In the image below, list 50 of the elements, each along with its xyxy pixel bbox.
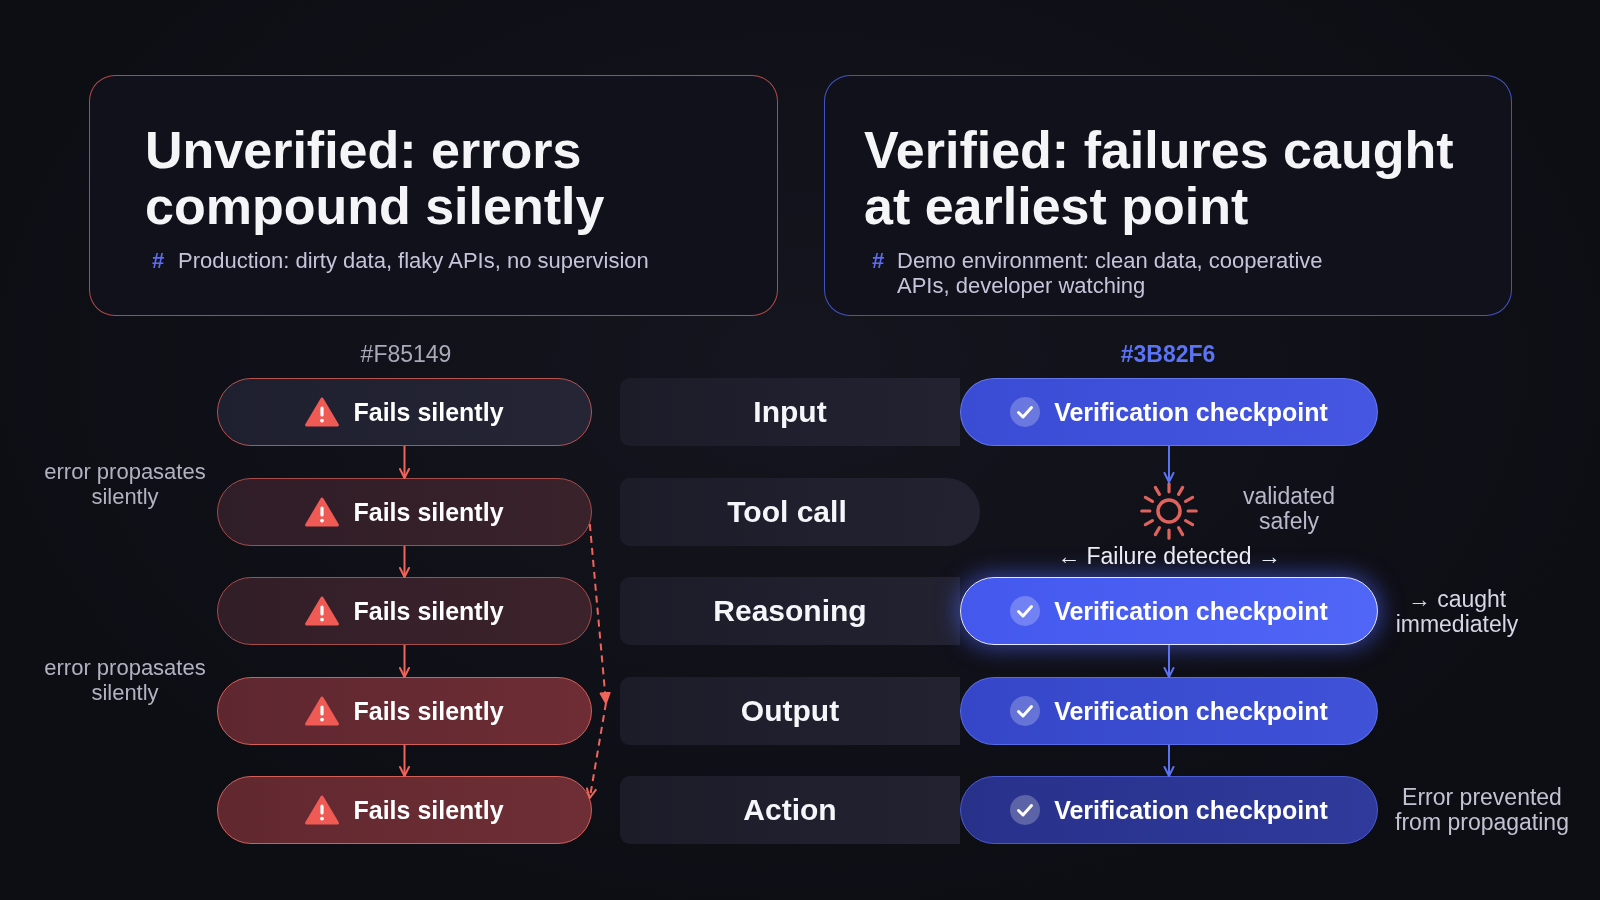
pill-label: Fails silently bbox=[353, 497, 504, 527]
stage-label: Input bbox=[753, 395, 827, 429]
stage-band bbox=[620, 776, 960, 844]
comparison-panel bbox=[89, 75, 778, 316]
stage-label: Action bbox=[743, 793, 837, 827]
stage-band bbox=[620, 378, 960, 446]
pill-label: Verification checkpoint bbox=[1054, 397, 1328, 427]
pill-label: Verification checkpoint bbox=[1054, 696, 1328, 726]
stage-label: Tool call bbox=[727, 495, 847, 529]
stage-band bbox=[620, 677, 960, 745]
arrow bbox=[399, 445, 410, 479]
arrow bbox=[1163, 445, 1175, 483]
arrow bbox=[399, 644, 410, 678]
panel-subtitle: Production: dirty data, flaky APIs, no supervision bbox=[178, 248, 650, 273]
checkpoint-pill bbox=[960, 776, 1378, 844]
failure-pill bbox=[217, 478, 592, 546]
annotation-text: error propasates silently bbox=[43, 459, 207, 509]
column-header: #3B82F6 bbox=[1119, 342, 1217, 367]
stage-label: Reasoning bbox=[713, 594, 867, 628]
annotation-text: error propasates silently bbox=[43, 655, 207, 705]
dashed-arrow bbox=[585, 523, 611, 799]
checkpoint-pill bbox=[960, 577, 1378, 645]
column-header: #F85149 bbox=[359, 342, 453, 367]
pill-label: Verification checkpoint bbox=[1054, 596, 1328, 626]
stage-band bbox=[620, 577, 960, 645]
comparison-panel bbox=[824, 75, 1512, 316]
annotation-text: Error prevented from propagating bbox=[1394, 785, 1570, 835]
arrow bbox=[1163, 644, 1175, 678]
stage-label: Output bbox=[740, 694, 840, 728]
panel-title: Verified: failures caught at earliest point bbox=[864, 122, 1455, 234]
pill-label: Fails silently bbox=[353, 397, 504, 427]
failure-pill bbox=[217, 577, 592, 645]
arrow bbox=[1163, 744, 1175, 777]
arrow bbox=[399, 744, 410, 777]
hash-mark: # bbox=[872, 248, 885, 273]
annotation-text: validated safely bbox=[1241, 484, 1337, 534]
hash-mark: # bbox=[152, 248, 165, 273]
annotation-text: → caught immediately bbox=[1394, 587, 1520, 637]
pill-label: Fails silently bbox=[353, 696, 504, 726]
pill-label: Fails silently bbox=[353, 596, 504, 626]
panel-subtitle: Demo environment: clean data, cooperative APIs, developer watching bbox=[897, 248, 1324, 298]
panel-title: Unverified: errors compound silently bbox=[145, 122, 606, 234]
checkpoint-pill bbox=[960, 378, 1378, 446]
sun-icon bbox=[1140, 482, 1198, 540]
checkpoint-pill bbox=[960, 677, 1378, 745]
arrow bbox=[399, 545, 410, 578]
pill-label: Fails silently bbox=[353, 795, 504, 825]
annotation-text: ← Failure detected → bbox=[1056, 544, 1282, 569]
pill-label: Verification checkpoint bbox=[1054, 795, 1328, 825]
failure-pill bbox=[217, 776, 592, 844]
